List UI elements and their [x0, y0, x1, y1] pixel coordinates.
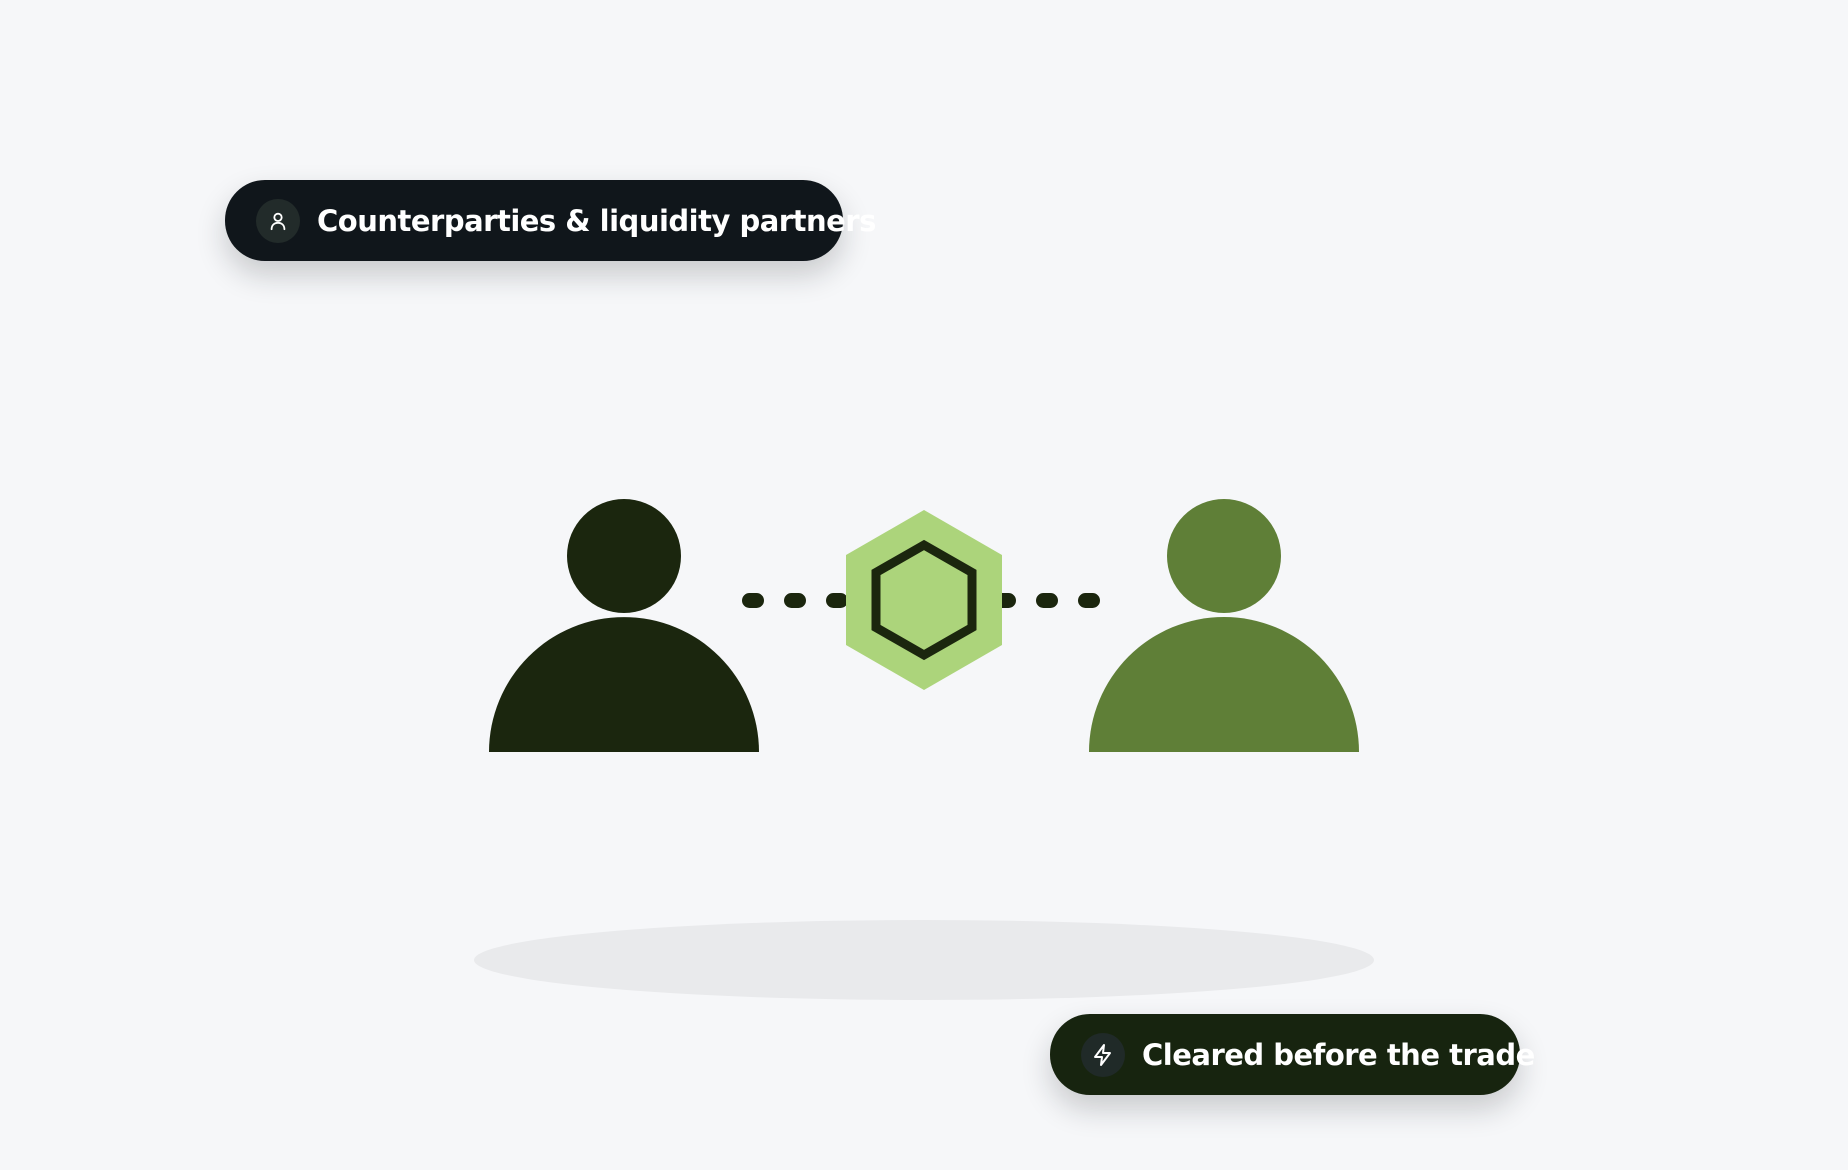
hexagon-icon: [846, 510, 1002, 690]
person-right-icon: [1089, 499, 1359, 752]
connector-dots-left: [742, 593, 848, 608]
cleared-pill: Cleared before the trade: [1050, 1014, 1535, 1095]
counterparties-pill: Counterparties & liquidity partners: [225, 180, 876, 261]
lightning-icon: [1081, 1032, 1125, 1077]
cleared-label: Cleared before the trade: [1142, 1037, 1535, 1072]
counterparties-label: Counterparties & liquidity partners: [317, 203, 876, 238]
ground-shadow: [474, 920, 1374, 1000]
person-icon: [256, 198, 300, 243]
person-left-icon: [489, 499, 759, 752]
connector-dots-right: [994, 593, 1100, 608]
